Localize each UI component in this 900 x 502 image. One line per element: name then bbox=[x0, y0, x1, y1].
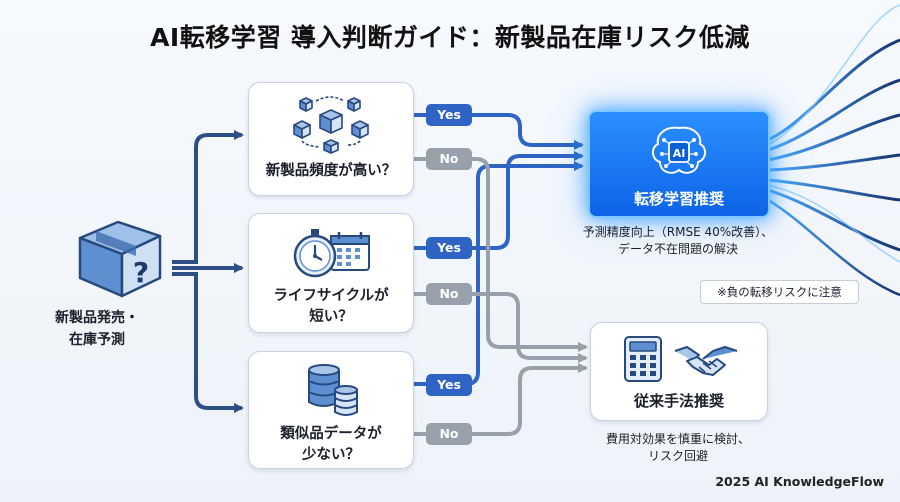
start-label: 新製品発売・ 在庫予測 bbox=[55, 310, 139, 348]
calculator-icon bbox=[624, 336, 662, 382]
caution-note: ※負の転移リスクに注意 bbox=[700, 280, 859, 304]
stopwatch-calendar-icon bbox=[293, 229, 370, 278]
ai-brain-icon: AI bbox=[652, 126, 706, 174]
question-label: 類似品データが 少ない？ bbox=[280, 426, 382, 463]
question-label: ライフサイクルが 短い？ bbox=[273, 288, 389, 325]
question-box-icon: ? bbox=[78, 220, 162, 298]
handshake-icon bbox=[674, 346, 738, 376]
ai-chip-text: AI bbox=[673, 147, 686, 160]
yes-badge: Yes bbox=[426, 104, 472, 126]
footer-credit: 2025 AI KnowledgeFlow bbox=[715, 474, 884, 489]
no-badge: No bbox=[426, 283, 472, 305]
data-stream-decoration bbox=[767, 4, 900, 297]
no-badge: No bbox=[426, 148, 472, 170]
outcome-label: 従来手法推奨 bbox=[633, 392, 724, 410]
outcome-transfer-learning: AI 転移学習推奨 bbox=[588, 110, 770, 218]
question-label: 新製品頻度が高い？ bbox=[265, 163, 397, 179]
outcome-note: 費用対効果を慎重に検討、 リスク回避 bbox=[605, 432, 750, 463]
no-badge: No bbox=[426, 423, 472, 445]
yes-badge: Yes bbox=[426, 374, 472, 396]
no-paths bbox=[412, 157, 588, 436]
database-icon bbox=[308, 364, 358, 416]
question-box-short-lifecycle: ライフサイクルが 短い？ bbox=[248, 213, 414, 333]
outcome-traditional: 従来手法推奨 bbox=[590, 322, 768, 421]
boxes-cycle-icon bbox=[293, 96, 369, 154]
start-branches bbox=[172, 130, 244, 413]
page-title: AI転移学習 導入判断ガイド：新製品在庫リスク低減 bbox=[150, 23, 750, 52]
question-box-new-product-frequency: 新製品頻度が高い？ bbox=[248, 82, 414, 196]
question-box-similar-data: 類似品データが 少ない？ bbox=[248, 351, 414, 469]
outcome-label: 転移学習推奨 bbox=[633, 190, 724, 208]
yes-badge: Yes bbox=[426, 237, 472, 259]
svg-text:?: ? bbox=[133, 256, 149, 289]
outcome-note: 予測精度向上（RMSE 40%改善）、 データ不在問題の解決 bbox=[582, 225, 774, 256]
